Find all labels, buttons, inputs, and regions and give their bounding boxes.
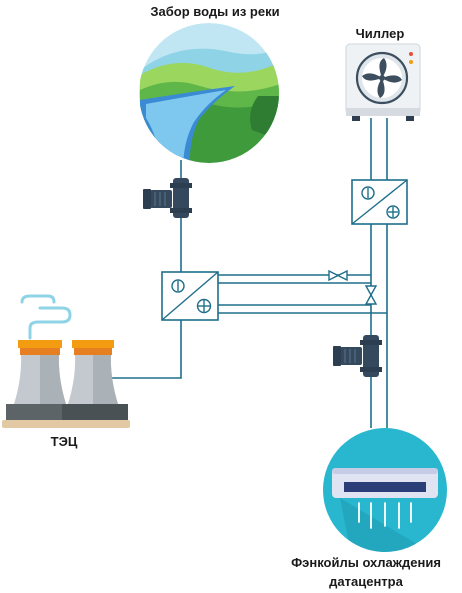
heat-exchanger-icon-river — [161, 271, 219, 321]
river-landscape-icon — [139, 23, 279, 163]
chiller-icon — [345, 43, 421, 121]
valve-icon-horizontal — [328, 269, 348, 282]
chp-pipe — [110, 320, 182, 379]
valve-icon-vertical — [364, 285, 378, 305]
pump-icon-river — [143, 178, 192, 218]
chp-label: ТЭЦ — [50, 434, 78, 449]
fancoils-label-line1: Фэнкойлы охлаждения — [291, 555, 441, 570]
river-intake-label: Забор воды из реки — [150, 4, 280, 19]
power-plant-icon — [2, 294, 130, 428]
fancoil-icon — [323, 428, 447, 552]
fancoils-label: Фэнкойлы охлаждения датацентра — [270, 553, 462, 591]
pump-icon-fancoil — [333, 335, 382, 377]
chiller-label: Чиллер — [355, 26, 405, 41]
pipes — [110, 118, 388, 428]
heat-exchanger-icon-chiller — [351, 179, 408, 225]
fancoils-label-line2: датацентра — [329, 574, 403, 589]
